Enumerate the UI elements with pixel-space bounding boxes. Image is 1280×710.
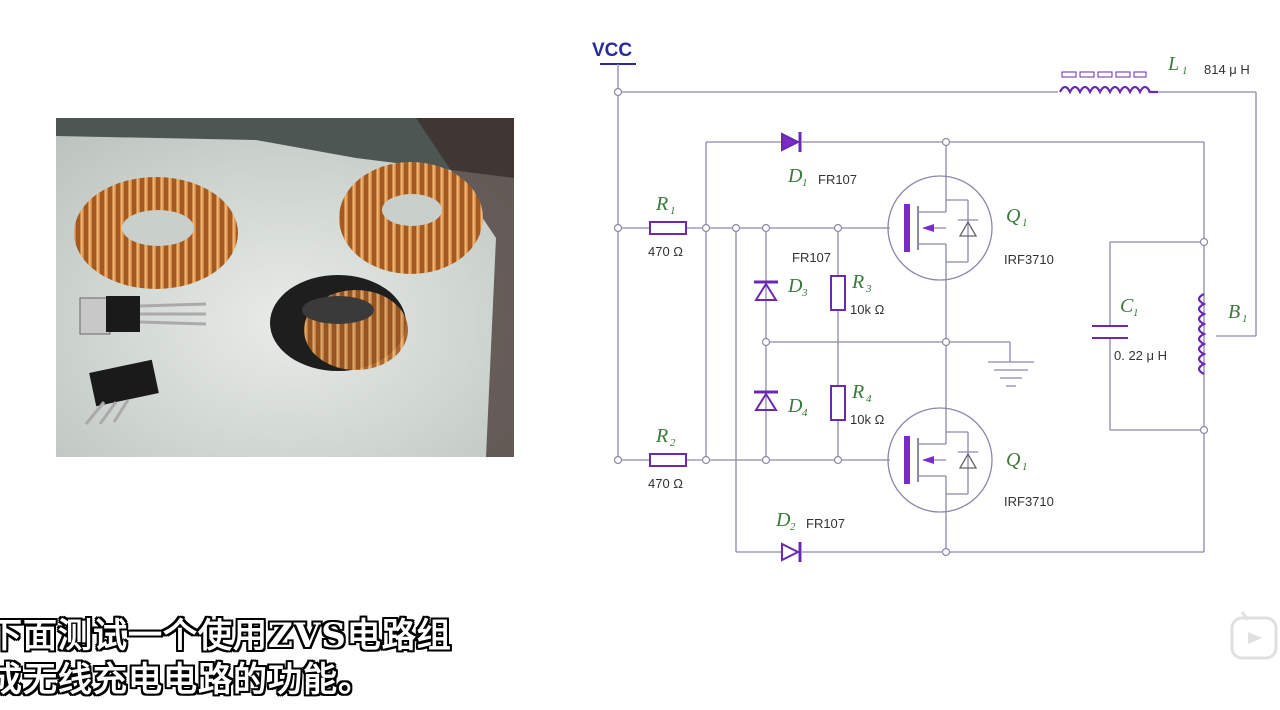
video-subtitle: 下面测试一个使用ZVS电路组 成无线充电电路的功能。 xyxy=(0,614,640,702)
junction-nodes xyxy=(613,87,1209,557)
diode-d3 xyxy=(754,280,778,301)
q2-sub: 1 xyxy=(1022,461,1028,473)
b1-sub: 1 xyxy=(1242,313,1248,325)
d2-sub: 2 xyxy=(790,521,796,533)
r4-name: R xyxy=(851,381,864,403)
mosfet-q1 xyxy=(887,142,993,342)
watermark-logo-icon xyxy=(1230,611,1278,660)
resistor-r1 xyxy=(649,221,687,235)
r1-value: 470 Ω xyxy=(648,244,683,259)
diode-d4 xyxy=(754,390,778,411)
b1-name: B xyxy=(1228,301,1240,323)
d4-sub: 4 xyxy=(802,407,808,419)
resistor-r2 xyxy=(649,453,687,467)
r3-value: 10k Ω xyxy=(850,302,885,317)
d1-sub: 1 xyxy=(802,177,808,189)
transistor-1 xyxy=(79,296,207,335)
diode-d1 xyxy=(781,132,802,152)
l1-sub: 1 xyxy=(1182,65,1188,77)
c1-name: C xyxy=(1120,295,1134,317)
capacitor-c1 xyxy=(1092,325,1128,339)
toroid-left xyxy=(74,177,238,289)
resistor-r3 xyxy=(830,275,846,311)
l1-name: L xyxy=(1167,53,1179,75)
r2-name: R xyxy=(655,425,668,447)
c1-sub: 1 xyxy=(1133,307,1139,319)
q1-name: Q xyxy=(1006,205,1021,227)
r1-name: R xyxy=(655,193,668,215)
q2-name: Q xyxy=(1006,449,1021,471)
r2-value: 470 Ω xyxy=(648,476,683,491)
r1-sub: 1 xyxy=(670,205,676,217)
toroid-right xyxy=(339,162,483,274)
r4-sub: 4 xyxy=(866,393,872,405)
subtitle-line-1: 下面测试一个使用ZVS电路组 xyxy=(0,616,452,656)
d3-sub: 3 xyxy=(801,287,808,299)
coil-b1 xyxy=(1197,293,1207,375)
d2-part: FR107 xyxy=(806,516,845,531)
r4-value: 10k Ω xyxy=(850,412,885,427)
d3-name: D xyxy=(787,275,803,297)
inductor-l1 xyxy=(1059,71,1158,95)
c1-value: 0. 22 μ H xyxy=(1114,348,1167,363)
q1-part: IRF3710 xyxy=(1004,252,1054,267)
diode-d2 xyxy=(781,542,802,562)
subtitle-line-2: 成无线充电电路的功能。 xyxy=(0,660,373,700)
r3-name: R xyxy=(851,271,864,293)
transistor-2 xyxy=(84,359,159,425)
r3-sub: 3 xyxy=(865,283,872,295)
toroid-black xyxy=(270,275,408,371)
ground-symbol xyxy=(988,361,1034,387)
vcc-label: VCC xyxy=(592,40,632,61)
d1-name: D xyxy=(787,165,803,187)
resistor-r4 xyxy=(830,385,846,421)
q1-sub: 1 xyxy=(1022,217,1028,229)
d1-part: FR107 xyxy=(818,172,857,187)
d4-name: D xyxy=(787,395,803,417)
d3-part: FR107 xyxy=(792,250,831,265)
mosfet-q2 xyxy=(887,342,993,552)
r2-sub: 2 xyxy=(670,437,676,449)
q2-part: IRF3710 xyxy=(1004,494,1054,509)
coil-photo xyxy=(56,118,514,457)
l1-value: 814 μ H xyxy=(1204,62,1250,77)
d2-name: D xyxy=(775,509,791,531)
